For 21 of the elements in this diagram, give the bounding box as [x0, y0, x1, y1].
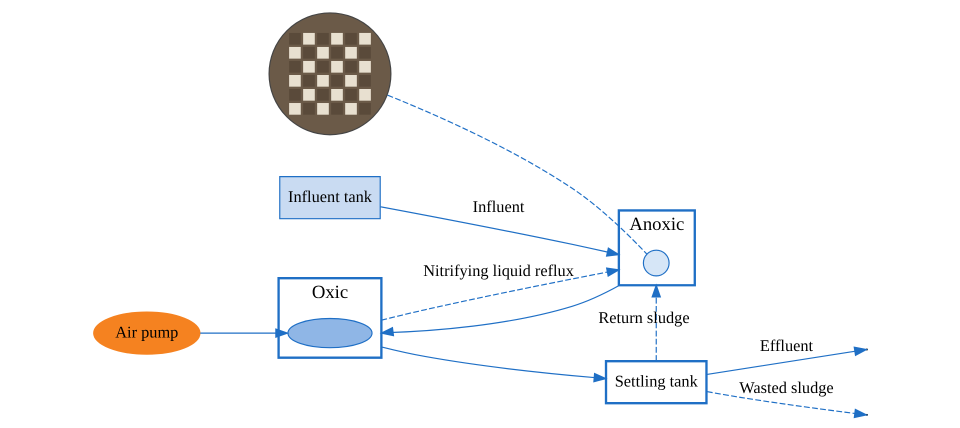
edge-label: Nitrifying liquid reflux — [422, 261, 574, 280]
cluster: Anoxic — [617, 209, 696, 286]
edge-label: Return sludge — [598, 308, 690, 327]
arrow — [380, 206, 620, 257]
node-box: Settling tank — [604, 360, 708, 404]
cluster: Oxic — [276, 277, 382, 359]
arrow — [706, 346, 868, 375]
edge-label: Influent — [472, 196, 524, 216]
edge-label: Effluent — [759, 336, 813, 355]
arrow — [380, 267, 620, 321]
arrow — [379, 284, 620, 336]
arrow — [380, 346, 608, 382]
node-box: Influent tank — [278, 176, 380, 220]
connector — [386, 94, 647, 254]
arrow — [200, 328, 289, 338]
node-ellipse: Air pump — [92, 312, 200, 355]
node-ellipse — [286, 318, 372, 348]
edge-label: Wasted sludge — [738, 378, 834, 397]
arrow — [650, 283, 661, 361]
node-circle — [642, 250, 670, 276]
node-picture — [268, 12, 391, 136]
